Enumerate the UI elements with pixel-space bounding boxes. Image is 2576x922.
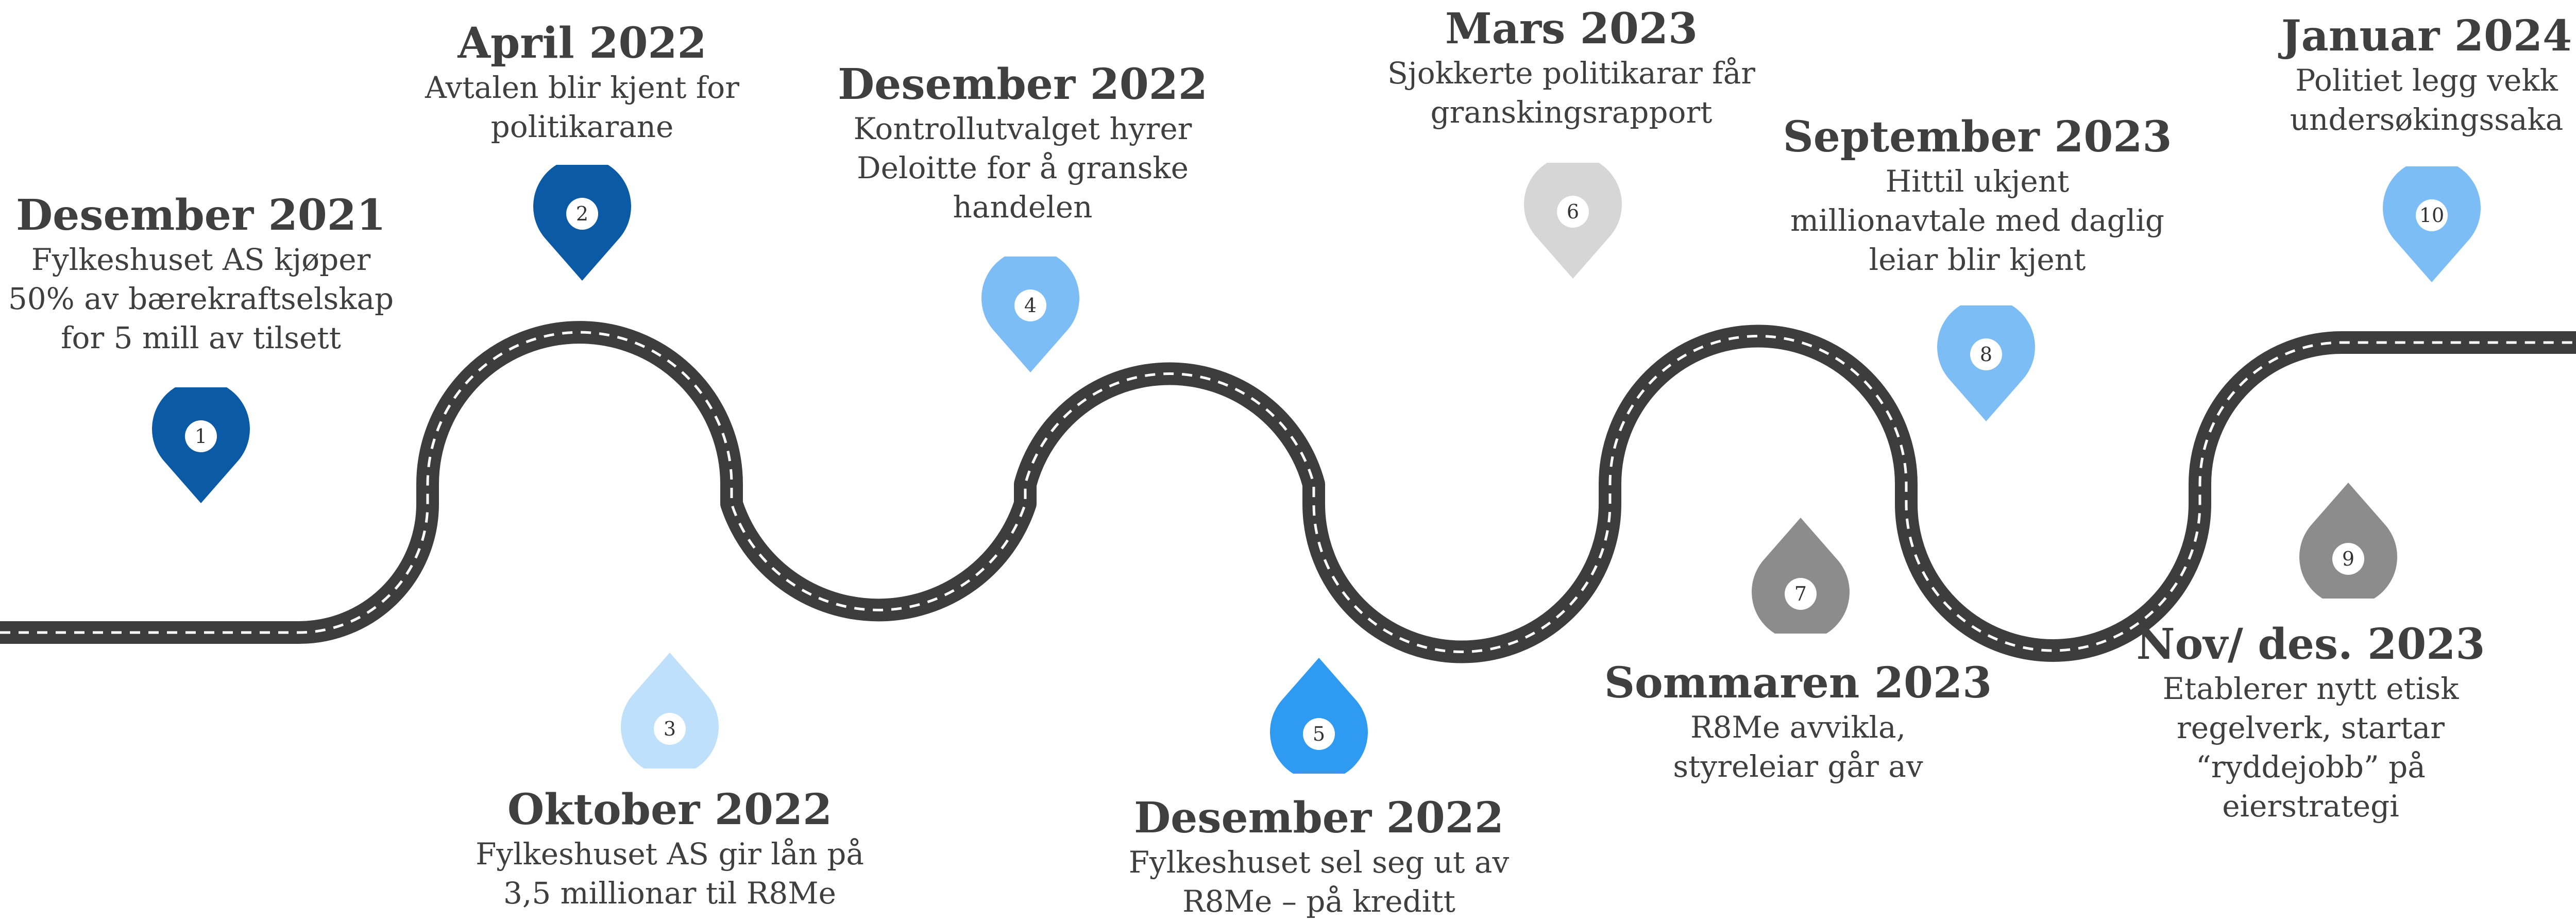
map-pin-icon: 9 (2299, 480, 2397, 599)
event-description: Kontrollutvalget hyrer Deloitte for å gr… (853, 111, 1192, 225)
road-center-line (0, 331, 2576, 653)
event-description: Fylkeshuset AS gir lån på 3,5 millionar … (476, 836, 864, 911)
event-description: Politiet legg vekk undersøkingssaka (2290, 63, 2564, 137)
map-pin-icon: 8 (1937, 305, 2035, 424)
event-description: Hittil ukjent millionavtale med daglig l… (1790, 164, 2164, 277)
event-date: April 2022 (457, 19, 707, 68)
event-description: Etablerer nytt etisk regelverk, startar … (2162, 671, 2459, 824)
event-10: Januar 2024 Politiet legg vekk undersøki… (2231, 11, 2576, 139)
event-date: Mars 2023 (1445, 4, 1698, 54)
pin-number: 5 (1312, 723, 1326, 745)
pin-number: 2 (575, 202, 589, 225)
pin-number: 8 (1979, 343, 1993, 366)
map-pin-icon: 5 (1270, 655, 1368, 774)
event-5: Desember 2022 Fylkeshuset sel seg ut av … (1123, 793, 1515, 921)
event-date: September 2023 (1783, 112, 2172, 162)
pin-number: 7 (1794, 583, 1807, 605)
event-date: Oktober 2022 (507, 785, 833, 834)
map-pin-icon: 4 (981, 257, 1079, 375)
pin-number: 4 (1024, 294, 1037, 317)
event-2: April 2022 Avtalen blir kjent for politi… (386, 19, 778, 146)
event-date: Januar 2024 (2281, 11, 2572, 61)
event-date: Desember 2022 (838, 60, 1208, 109)
event-description: Fylkeshuset sel seg ut av R8Me – på kred… (1128, 845, 1510, 919)
map-pin-icon: 10 (2383, 166, 2481, 285)
pin-number: 9 (2342, 548, 2355, 570)
map-pin-icon: 3 (621, 650, 719, 769)
event-9: Nov/ des. 2023 Etablerer nytt etisk rege… (2115, 620, 2506, 826)
pin-number: 1 (194, 425, 208, 448)
event-description: Fylkeshuset AS kjøper 50% av bærekraftse… (8, 242, 394, 355)
event-4: Desember 2022 Kontrollutvalget hyrer Del… (827, 60, 1218, 227)
pin-number: 3 (663, 718, 676, 740)
event-date: Sommaren 2023 (1604, 658, 1992, 708)
road-surface (0, 321, 2576, 663)
event-1: Desember 2021 Fylkeshuset AS kjøper 50% … (5, 191, 397, 357)
event-description: Avtalen blir kjent for politikarane (425, 70, 739, 144)
event-8: September 2023 Hittil ukjent millionavta… (1782, 112, 2173, 279)
event-date: Desember 2021 (16, 191, 386, 240)
event-3: Oktober 2022 Fylkeshuset AS gir lån på 3… (474, 785, 866, 913)
event-date: Desember 2022 (1134, 793, 1504, 843)
map-pin-icon: 1 (152, 387, 250, 506)
map-pin-icon: 2 (533, 165, 631, 283)
pin-number: 6 (1566, 200, 1580, 223)
event-6: Mars 2023 Sjokkerte politikarar får gran… (1376, 4, 1767, 132)
map-pin-icon: 6 (1524, 163, 1622, 281)
event-description: Sjokkerte politikarar får granskingsrapp… (1387, 56, 1755, 130)
event-date: Nov/ des. 2023 (2136, 620, 2485, 669)
pin-number: 10 (2419, 204, 2445, 227)
map-pin-icon: 7 (1752, 515, 1850, 634)
event-7: Sommaren 2023 R8Me avvikla, styreleiar g… (1602, 658, 1994, 786)
event-description: R8Me avvikla, styreleiar går av (1673, 710, 1923, 784)
